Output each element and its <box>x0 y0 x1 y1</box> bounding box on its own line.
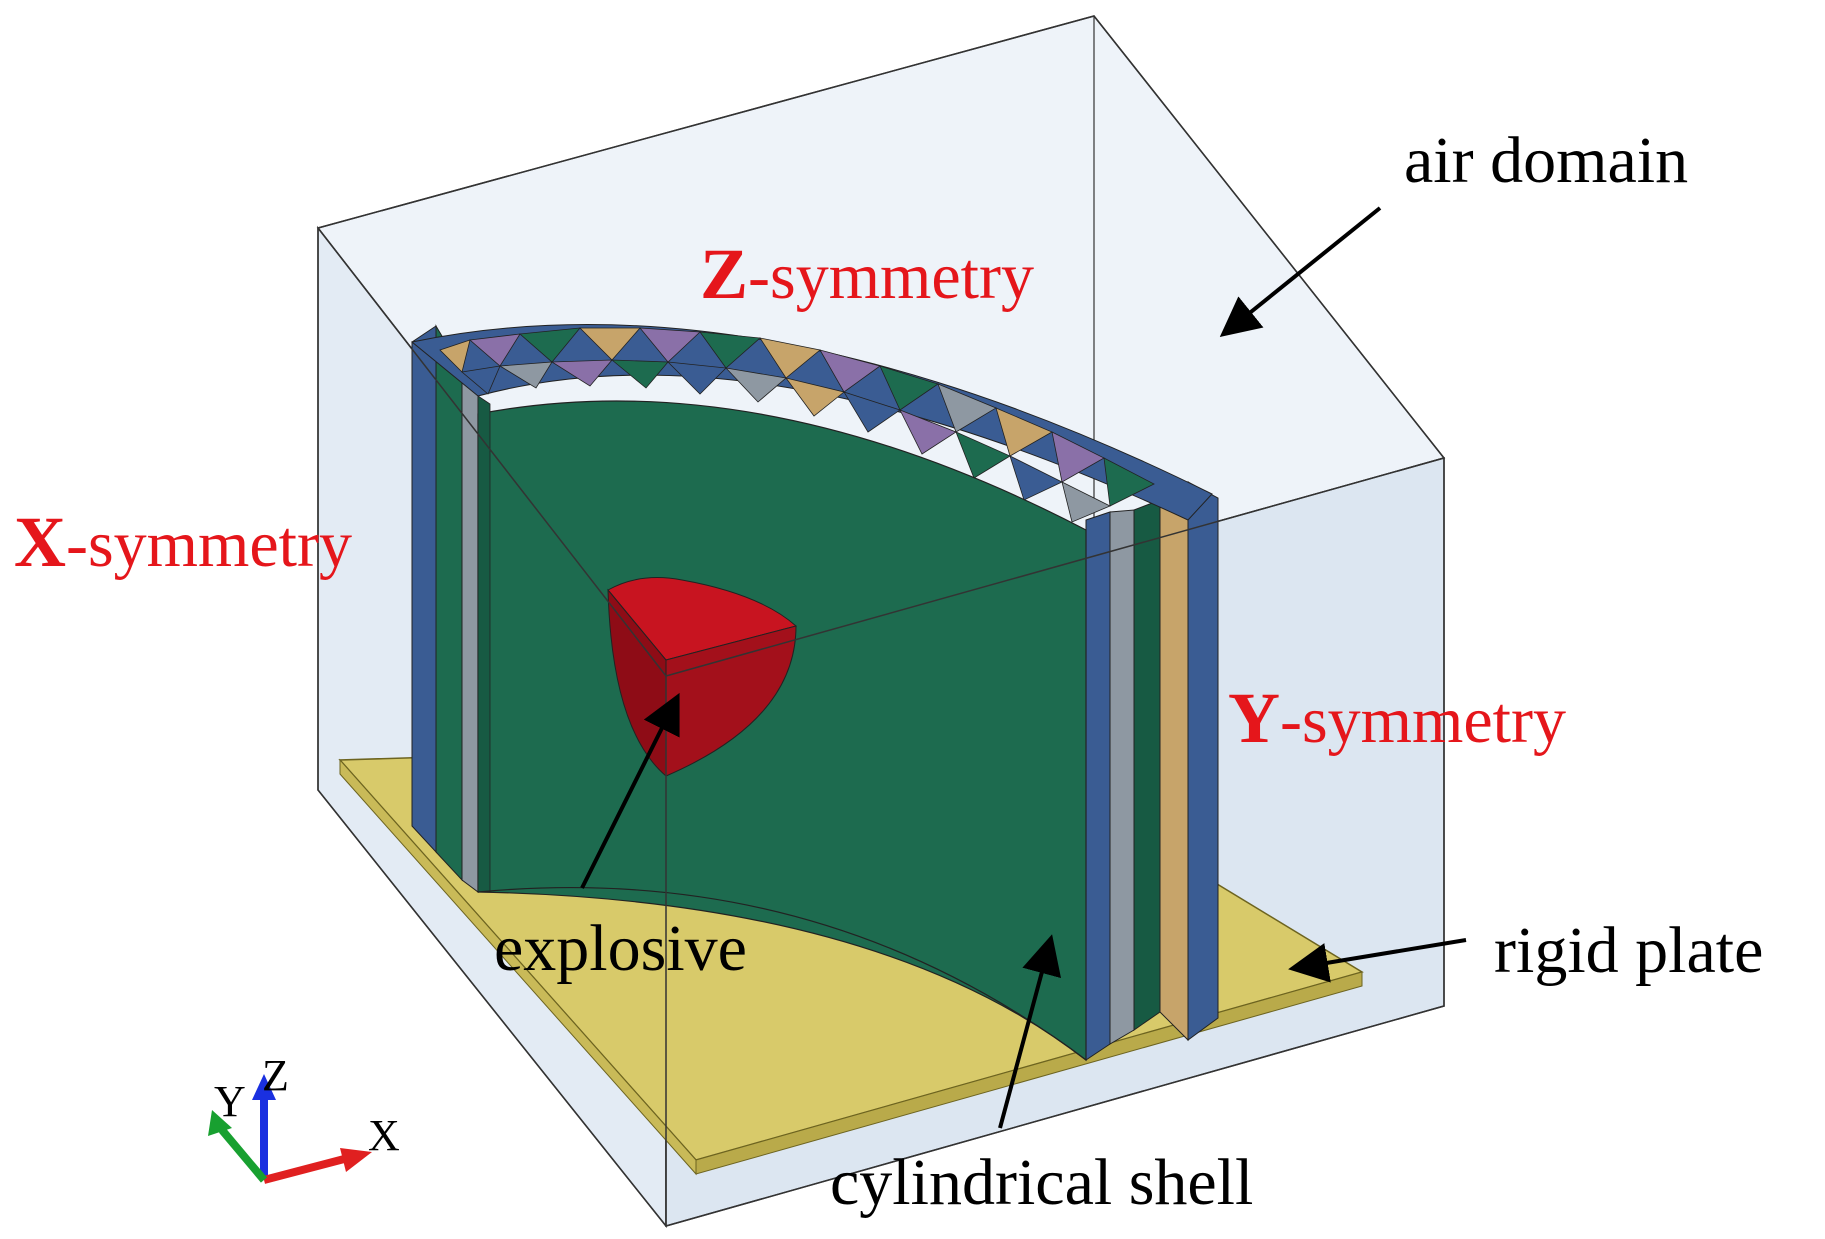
axis-y-line <box>218 1127 268 1183</box>
axis-y-head <box>208 1110 232 1136</box>
x-symmetry-letter: X <box>14 502 66 582</box>
shell-top-triangles <box>439 327 1155 523</box>
explosive-label: explosive <box>494 912 747 985</box>
shell-rib <box>1109 509 1135 1045</box>
shell-base-arc <box>477 887 1087 1061</box>
shell-rib <box>1187 481 1219 1041</box>
y-symmetry-rest: -symmetry <box>1280 684 1566 757</box>
rigid-plate-edge-left <box>339 758 697 1176</box>
x-symmetry-rest: -symmetry <box>66 508 352 581</box>
axis-x-label: X <box>368 1111 400 1160</box>
shell-rib <box>1159 481 1189 1042</box>
shell-inner-strip <box>477 395 491 893</box>
explosive-arrow <box>580 692 680 889</box>
shell-rib <box>461 368 479 893</box>
axis-y-label: Y <box>214 1077 246 1126</box>
shell-top-ring <box>410 324 1213 521</box>
cylindrical-shell-arrow <box>998 934 1062 1129</box>
air-domain-label: air domain <box>1404 124 1688 197</box>
axis-triad: Z Y X <box>208 1051 400 1184</box>
shell-rib <box>1085 511 1111 1061</box>
air-domain-arrow <box>1219 206 1382 338</box>
shell-rib <box>1133 499 1161 1031</box>
rigid-plate-arrow <box>1288 938 1467 983</box>
axis-x-head <box>340 1148 372 1172</box>
air-domain-front-edges <box>317 15 1445 1227</box>
z-symmetry-rest: -symmetry <box>748 240 1034 313</box>
y-symmetry-letter: Y <box>1228 678 1280 758</box>
axis-z-head <box>252 1074 276 1100</box>
x-symmetry-label: X-symmetry <box>14 502 352 582</box>
cylindrical-shell <box>410 324 1219 1062</box>
rigid-plate-label: rigid plate <box>1494 914 1763 987</box>
axis-z-label: Z <box>262 1051 289 1100</box>
explosive-cap <box>607 577 798 661</box>
shell-rib <box>411 325 437 854</box>
axis-x-line <box>262 1154 350 1184</box>
z-symmetry-label: Z-symmetry <box>700 234 1034 314</box>
cylindrical-shell-label: cylindrical shell <box>830 1146 1253 1219</box>
z-symmetry-letter: Z <box>700 234 748 314</box>
y-symmetry-label: Y-symmetry <box>1228 678 1566 758</box>
